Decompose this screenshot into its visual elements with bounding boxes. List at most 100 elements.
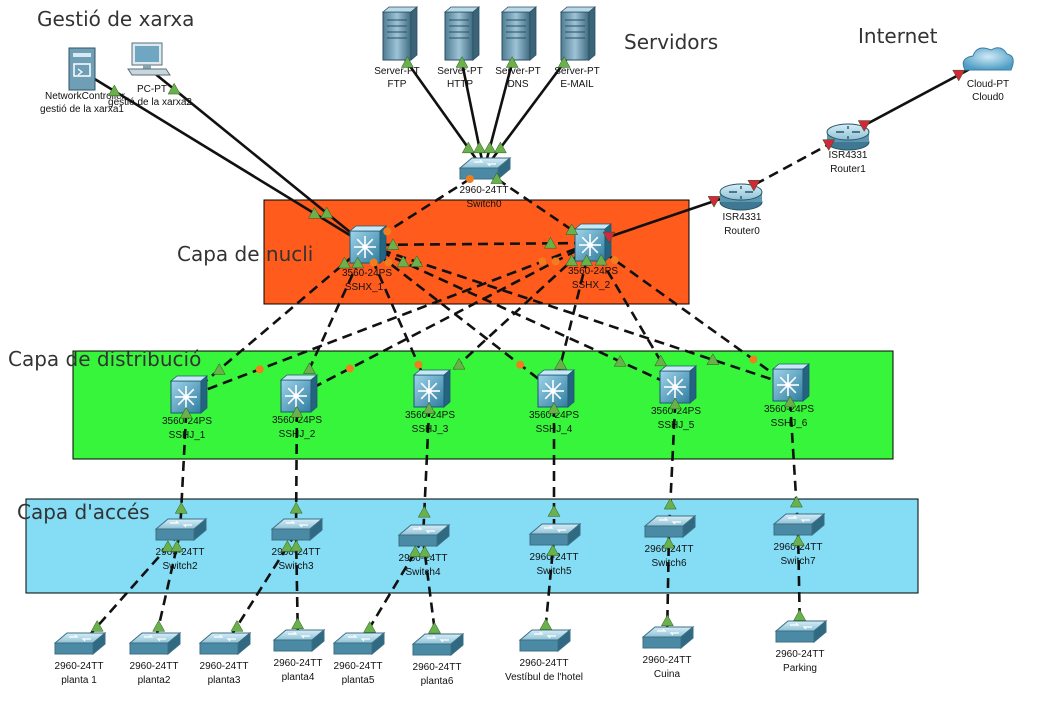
zone-title-mgmt: Gestió de xarxa [37,7,194,31]
port-light-nc-sshx1-b [308,206,321,219]
port-light-sw0-sshx2-a [490,172,504,184]
switch-icon [774,619,828,644]
link-sshx1-sshj6[interactable] [365,243,790,387]
port-light-sshx1-sshj4-a [384,258,393,267]
port-light-sw2-p2-b [152,619,166,632]
device-sw0-model: 2960-24TT [460,185,509,196]
port-light-r1-cloud-a [857,120,871,132]
multilayer-switch-icon [412,369,452,408]
switch-icon [411,632,465,657]
device-r1-name: Router1 [830,164,866,175]
port-light-sshx2-sshj6-a [610,256,619,265]
network-controller-icon [68,47,96,91]
switch-icon [332,631,386,656]
port-light-sw4-p6-b [428,621,441,634]
link-pc-sshx1[interactable] [147,66,367,247]
link-sshx1-sshj5[interactable] [365,243,677,389]
port-light-sshx1-sshj1-b [212,363,226,375]
link-sshx2-sshj4[interactable] [552,242,593,392]
zone-title-core: Capa de nucli [177,242,313,266]
device-vest-name: Vestíbul de l'hotel [505,672,583,683]
switch-icon [643,514,697,539]
multilayer-switch-icon [169,375,209,414]
port-light-sw3-p4-b [291,617,305,630]
device-email[interactable]: Server-PTE-MAIL [554,6,600,90]
device-sw5-model: 2960-24TT [530,552,579,563]
multilayer-switch-icon [658,365,698,404]
link-sw2-p1[interactable] [78,532,181,648]
device-vest-model: 2960-24TT [520,658,569,669]
port-light-sshx1-sshj2-a [351,256,365,269]
link-sshx1-sshx2[interactable] [365,241,592,247]
server-icon [559,6,597,61]
port-light-sw3-p3-a [280,540,294,552]
port-light-sshx2-sshj3-a [565,254,579,266]
device-vest[interactable]: 2960-24TT Vestíbul de l'hotel [505,628,583,683]
device-sw3-name: Switch3 [278,561,313,572]
port-light-sw7-park-b [793,609,807,621]
switch-icon [518,628,572,653]
port-light-sw5-vest-a [546,544,560,556]
distribution-layer-zone [72,350,894,460]
port-light-sshj5-sw6-a [668,397,682,410]
link-sw3-p4[interactable] [294,532,300,645]
link-sw4-p6[interactable] [421,538,439,649]
device-p6-model: 2960-24TT [413,662,462,673]
multilayer-switch-icon [348,225,388,264]
port-light-sshx1-sshj2-b [302,362,316,374]
link-sshj3-sw4[interactable] [421,390,432,540]
router-icon [719,183,763,211]
link-sshx2-sshj5[interactable] [589,242,678,388]
port-light-nc-sshx1-a [107,84,121,97]
device-p3-name: planta3 [208,675,241,686]
device-cloud-model: Cloud-PT [967,79,1009,90]
port-light-sshx2-sshj5-a [594,253,608,266]
device-sw6-name: Switch6 [651,558,686,569]
port-light-sshx2-r0-a [602,231,616,244]
device-p1-model: 2960-24TT [55,661,104,672]
switch-icon [53,631,107,656]
link-sw6-cuina[interactable] [665,529,671,642]
device-sshj3-model: 3560-24PS [405,410,455,421]
link-sshx2-sshj2[interactable] [296,241,592,398]
port-light-sshx1-sshj3-a [369,258,378,267]
link-sshx2-sshj1[interactable] [186,241,592,399]
port-light-sw3-p3-b [230,619,244,632]
device-p4-name: planta4 [282,672,315,683]
server-icon [443,6,481,61]
port-light-r0-r1-a [747,179,761,192]
port-light-sshx2-sshj1-a [538,257,547,266]
link-sshx2-sshj6[interactable] [590,241,790,387]
link-sshx1-sshj2[interactable] [295,244,368,397]
device-sshj5-name: SSHJ_5 [658,420,695,431]
